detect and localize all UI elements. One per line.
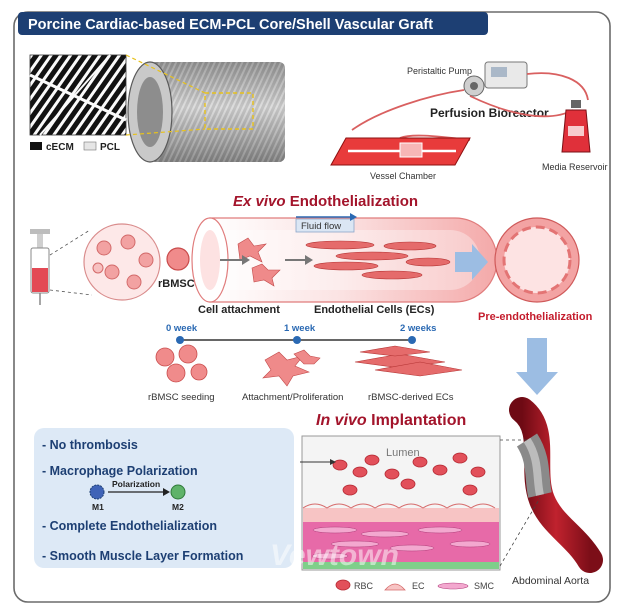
zoom-line <box>49 289 93 296</box>
vessel-chamber-icon <box>330 137 471 166</box>
stage-proliferation-label: Attachment/Proliferation <box>242 392 343 403</box>
week-1-label: 1 week <box>284 323 316 334</box>
zoom-arrowhead <box>330 459 336 465</box>
fluid-flow-arrowhead <box>350 213 357 221</box>
peristaltic-pump-icon <box>463 61 528 97</box>
pump-label: Peristaltic Pump <box>407 66 472 76</box>
timeline-dot <box>293 336 301 344</box>
outcome-complete-endo: - Complete Endothelialization <box>42 519 217 533</box>
zoom-line <box>499 497 541 567</box>
cecm-swatch <box>30 142 42 150</box>
title-bar <box>18 12 488 35</box>
outcomes-panel <box>34 428 294 568</box>
ec-legend-label: EC <box>412 581 425 591</box>
endothelialization-title: Ex vivo Endothelialization <box>233 193 418 210</box>
watermark: Vewtown <box>270 539 399 572</box>
endothelial-cells-label: Endothelial Cells (ECs) <box>314 304 435 316</box>
syringe-icon <box>30 229 50 305</box>
m2-label: M2 <box>172 502 184 512</box>
bioreactor-title: Perfusion Bioreactor <box>430 106 549 120</box>
scaffold-sem-image <box>29 54 127 136</box>
fluid-flow-box <box>295 218 355 233</box>
timeline-dot <box>176 336 184 344</box>
smc-cells-icon <box>311 526 491 560</box>
zoom-line <box>125 128 206 136</box>
zoom-line <box>49 229 91 256</box>
stage-seeding-label: rBMSC seeding <box>148 392 215 403</box>
right-arrow-icon <box>455 244 488 280</box>
cell-attachment-label: Cell attachment <box>198 304 280 316</box>
lumen-label: Lumen <box>386 447 420 459</box>
vessel-section <box>191 217 498 303</box>
rbmsc-label: rBMSC <box>158 278 195 290</box>
rbc-legend-icon <box>335 579 351 591</box>
smc-legend-icon <box>437 582 469 590</box>
rbmsc-cell-icon <box>166 247 190 271</box>
ec-legend-icon <box>384 583 406 591</box>
flow-arrowhead <box>305 255 313 265</box>
outcome-no-thrombosis: - No thrombosis <box>42 438 138 452</box>
graft-tube <box>127 61 285 163</box>
chamber-label: Vessel Chamber <box>370 171 436 181</box>
pcl-label: PCL <box>100 142 120 153</box>
proliferating-cells-icon <box>262 349 321 387</box>
rbc-cells-icon <box>332 452 486 496</box>
smc-legend-label: SMC <box>474 581 495 591</box>
cell-suspension-circle <box>83 223 161 301</box>
m1-label: M1 <box>92 502 104 512</box>
pcl-swatch <box>83 141 97 151</box>
week-2-label: 2 weeks <box>400 323 436 334</box>
down-arrow-icon <box>516 338 558 395</box>
timeline-dot <box>408 336 416 344</box>
abdominal-aorta-icon <box>509 397 603 573</box>
polarization-arrowhead <box>163 488 170 496</box>
fluid-flow-label: Fluid flow <box>301 221 341 232</box>
reservoir-label: Media Reservoir <box>542 162 608 172</box>
implantation-title: In vivo Implantation <box>316 412 466 429</box>
m2-macrophage-icon <box>170 484 186 500</box>
flow-arrowhead <box>242 255 250 265</box>
rbc-legend-label: RBC <box>354 581 374 591</box>
polarization-label: Polarization <box>112 479 160 489</box>
pre-endothelialization-label: Pre-endothelialization <box>478 311 593 323</box>
stage-ecs-label: rBMSC-derived ECs <box>368 392 454 403</box>
week-0-label: 0 week <box>166 323 198 334</box>
m1-macrophage-icon <box>89 484 105 500</box>
bioreactor-tubing <box>351 72 589 141</box>
derived-ecs-icon <box>354 345 463 377</box>
outer-layer <box>303 562 499 569</box>
page-title: Porcine Cardiac-based ECM-PCL Core/Shell… <box>28 17 433 33</box>
endothelium-cells <box>302 503 496 509</box>
zoom-box <box>204 92 254 130</box>
seeding-cells-icon <box>155 344 208 383</box>
media-reservoir-icon <box>561 100 591 153</box>
outcome-smooth-muscle: - Smooth Muscle Layer Formation <box>42 549 243 563</box>
zoom-line <box>125 54 206 94</box>
endothelium-layer <box>303 508 499 522</box>
aorta-label: Abdominal Aorta <box>512 575 589 587</box>
pre-endothelialized-graft-icon <box>494 217 580 303</box>
outcome-macrophage: - Macrophage Polarization <box>42 464 198 478</box>
cecm-label: cECM <box>46 142 74 153</box>
elongated-ecs-icon <box>305 240 451 280</box>
